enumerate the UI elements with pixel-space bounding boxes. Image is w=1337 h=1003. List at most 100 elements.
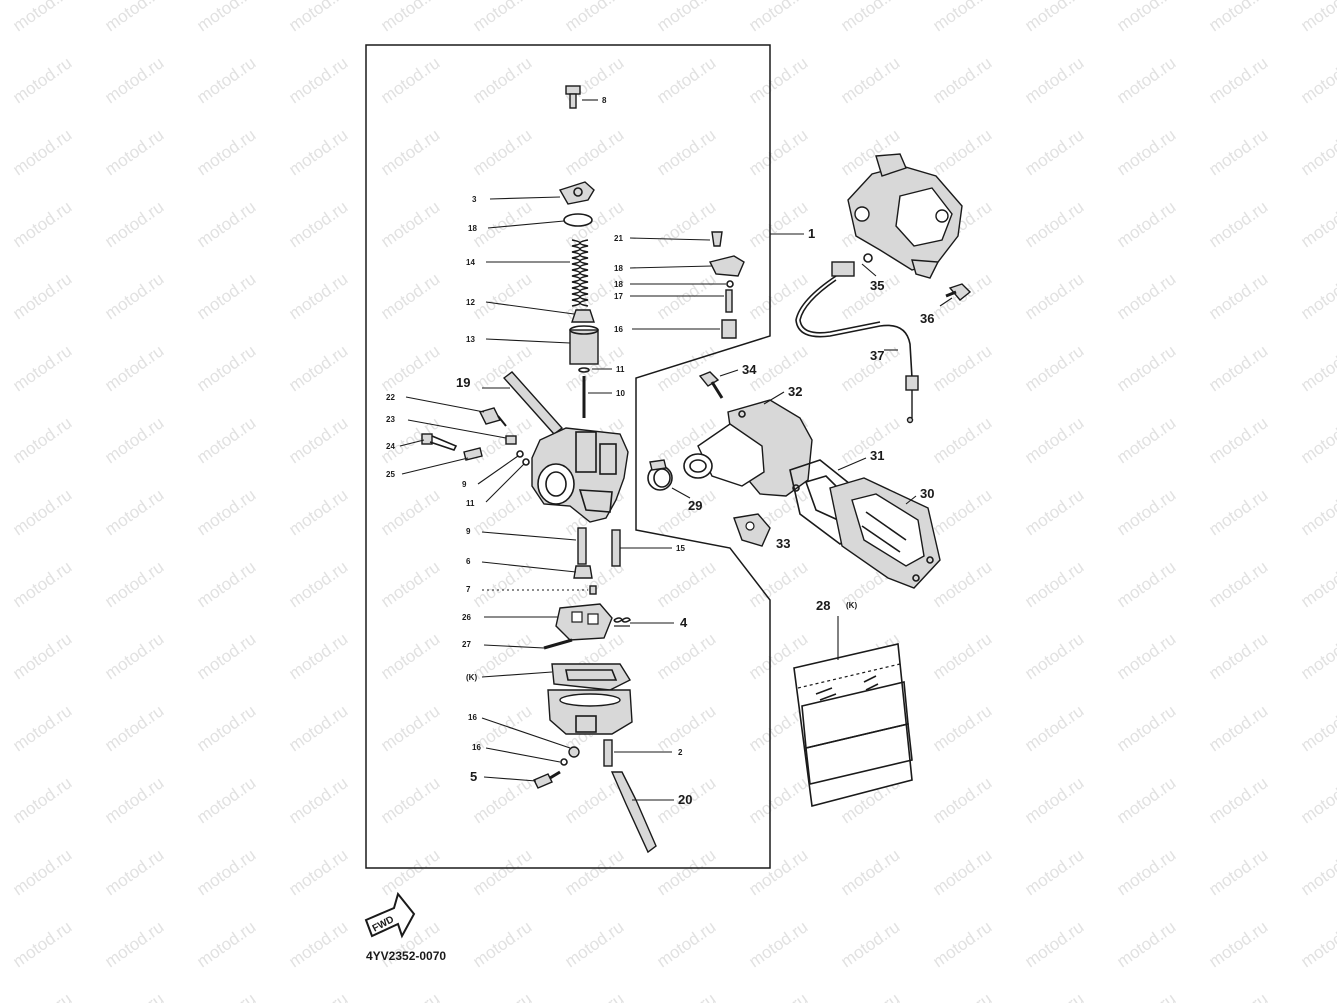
watermark-text: motod.ru: [653, 53, 719, 107]
watermark-text: motod.ru: [1205, 125, 1271, 179]
watermark-text: motod.ru: [653, 485, 719, 539]
watermark-text: motod.ru: [653, 197, 719, 251]
watermark-text: motod.ru: [9, 845, 75, 899]
watermark-text: motod.ru: [1021, 989, 1087, 1003]
watermark-text: motod.ru: [1205, 413, 1271, 467]
watermark-text: motod.ru: [377, 629, 443, 683]
callout-7: 7: [466, 585, 471, 594]
watermark-text: motod.ru: [837, 0, 903, 35]
callout-4: 4: [680, 615, 688, 630]
callout-27: 27: [462, 640, 471, 649]
part-23: [505, 435, 517, 445]
callout-10: 10: [616, 389, 625, 398]
watermark-text: motod.ru: [1021, 557, 1087, 611]
watermark-text: motod.ru: [1113, 629, 1179, 683]
watermark-text: motod.ru: [101, 485, 167, 539]
watermark-text: motod.ru: [929, 701, 995, 755]
part-bowl-gasket: [551, 663, 632, 691]
watermark-text: motod.ru: [377, 773, 443, 827]
watermark-text: motod.ru: [101, 341, 167, 395]
watermark-text: motod.ru: [929, 557, 995, 611]
watermark-text: motod.ru: [377, 485, 443, 539]
watermark-text: motod.ru: [469, 485, 535, 539]
part-throttle-valve-13: [569, 325, 599, 365]
watermark-text: motod.ru: [1205, 197, 1271, 251]
watermark-text: motod.ru: [193, 557, 259, 611]
watermark-text: motod.ru: [1113, 773, 1179, 827]
part-screw-24: [421, 433, 458, 451]
watermark-text: motod.ru: [9, 0, 75, 35]
watermark-text: motod.ru: [1297, 0, 1337, 35]
watermark-text: motod.ru: [653, 989, 719, 1003]
watermark-text: motod.ru: [193, 701, 259, 755]
callout-13: 13: [466, 335, 475, 344]
watermark-text: motod.ru: [1205, 557, 1271, 611]
watermark-text: motod.ru: [1021, 629, 1087, 683]
part-connector: [831, 253, 873, 277]
watermark-text: motod.ru: [1297, 53, 1337, 107]
part-carburetor-body: [531, 427, 629, 523]
watermark-text: motod.ru: [929, 53, 995, 107]
watermark-text: motod.ru: [285, 557, 351, 611]
watermark-text: motod.ru: [469, 845, 535, 899]
watermark-text: motod.ru: [101, 989, 167, 1003]
part-25: [463, 447, 483, 461]
callout-9: 9: [462, 480, 467, 489]
watermark-text: motod.ru: [653, 125, 719, 179]
watermark-text: motod.ru: [285, 845, 351, 899]
callout-33: 33: [776, 536, 790, 551]
watermark-text: motod.ru: [101, 773, 167, 827]
watermark-text: motod.ru: [1297, 629, 1337, 683]
callout-22: 22: [386, 393, 395, 402]
watermark-text: motod.ru: [1021, 53, 1087, 107]
watermark-text: motod.ru: [377, 197, 443, 251]
part-pin-17: [725, 289, 733, 313]
watermark-text: motod.ru: [9, 773, 75, 827]
part-main-jet-6: [573, 565, 593, 579]
watermark-text: motod.ru: [285, 989, 351, 1003]
part-spring-14: [571, 239, 589, 307]
part-drain-screw-5: [533, 770, 561, 789]
watermark-text: motod.ru: [561, 125, 627, 179]
part-autochoke-35: [847, 153, 963, 279]
watermark-text: motod.ru: [101, 413, 167, 467]
watermark-text: motod.ru: [1297, 269, 1337, 323]
watermark-text: motod.ru: [193, 845, 259, 899]
watermark-text: motod.ru: [101, 269, 167, 323]
watermark-text: motod.ru: [101, 0, 167, 35]
part-pin-27: [543, 638, 573, 650]
watermark-text: motod.ru: [101, 557, 167, 611]
watermark-text: motod.ru: [929, 341, 995, 395]
callout-11: 11: [616, 365, 625, 374]
part-holder-12: [571, 309, 595, 323]
watermark-text: motod.ru: [1021, 485, 1087, 539]
watermark-text: motod.ru: [1021, 845, 1087, 899]
watermark-text: motod.ru: [1297, 125, 1337, 179]
part-16: [721, 319, 737, 339]
watermark-text: motod.ru: [1113, 341, 1179, 395]
watermark-text: motod.ru: [1021, 917, 1087, 971]
watermark-text: motod.ru: [653, 701, 719, 755]
watermark-text: motod.ru: [1113, 197, 1179, 251]
watermark-text: motod.ru: [745, 845, 811, 899]
watermark-text: motod.ru: [745, 917, 811, 971]
watermark-text: motod.ru: [929, 629, 995, 683]
callout-36: 36: [920, 311, 934, 326]
watermark-text: motod.ru: [745, 557, 811, 611]
watermark-text: motod.ru: [9, 413, 75, 467]
watermark-text: motod.ru: [9, 917, 75, 971]
watermark-text: motod.ru: [193, 341, 259, 395]
watermark-text: motod.ru: [929, 845, 995, 899]
callout-15: 15: [676, 544, 685, 553]
diagram-code: 4YV2352-0070: [366, 949, 446, 963]
watermark-text: motod.ru: [653, 629, 719, 683]
watermark-text: motod.ru: [1021, 269, 1087, 323]
watermark-text: motod.ru: [1205, 53, 1271, 107]
watermark-text: motod.ru: [9, 989, 75, 1003]
part-drain-washer: [568, 746, 580, 758]
part-clamp-29: [647, 459, 673, 491]
watermark-text: motod.ru: [193, 53, 259, 107]
watermark-text: motod.ru: [377, 341, 443, 395]
part-clip-11: [578, 367, 590, 373]
